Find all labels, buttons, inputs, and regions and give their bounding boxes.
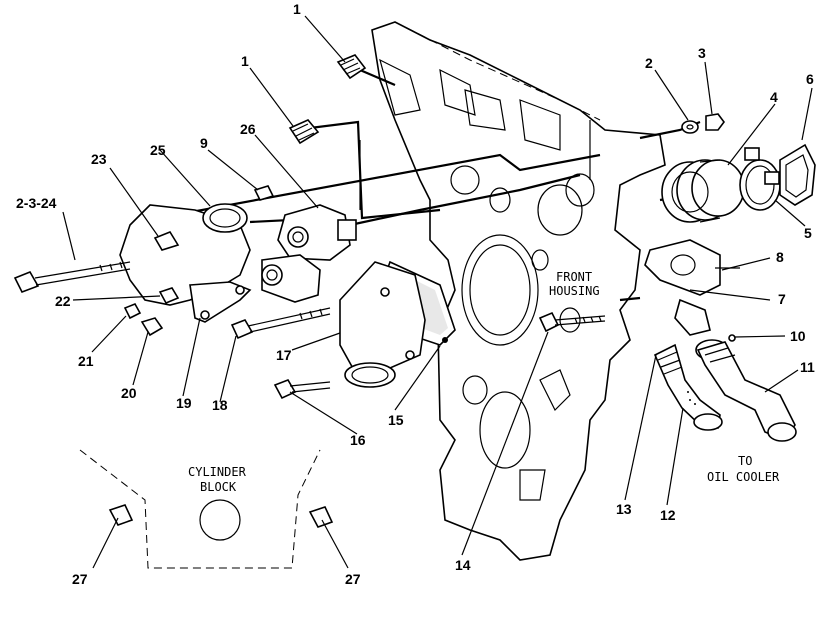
- callout-22: 22: [55, 293, 71, 309]
- callout-10: 10: [790, 328, 806, 344]
- coolant-tube: [653, 343, 723, 431]
- cylinder-block-caption-line2: BLOCK: [200, 480, 237, 494]
- callout-27-right: 27: [345, 571, 361, 587]
- callout-4: 4: [770, 89, 778, 105]
- oil-cooler-caption-line1: TO: [738, 454, 752, 468]
- oil-cooler-tube: [696, 341, 797, 442]
- gasket-ring: [779, 143, 816, 206]
- plug-upper: [336, 54, 367, 80]
- callout-7: 7: [778, 291, 786, 307]
- callout-2: 2: [645, 55, 653, 71]
- callout-20: 20: [121, 385, 137, 401]
- hose: [661, 159, 745, 223]
- small-bolts: [123, 287, 180, 337]
- callout-9: 9: [200, 135, 208, 151]
- callout-13: 13: [616, 501, 632, 517]
- callout-19: 19: [176, 395, 192, 411]
- front-housing-caption-line2: HOUSING: [549, 284, 600, 298]
- callout-18: 18: [212, 397, 228, 413]
- callout-17: 17: [276, 347, 292, 363]
- callout-1-lower: 1: [241, 53, 249, 69]
- nut: [705, 113, 725, 131]
- bolt-18: [230, 307, 331, 340]
- callout-15: 15: [388, 412, 404, 428]
- plug-lower: [288, 119, 320, 145]
- callout-3: 3: [698, 45, 706, 61]
- callout-11: 11: [800, 359, 815, 375]
- callout-25: 25: [150, 142, 166, 158]
- long-bolt: [13, 261, 131, 294]
- callout-2-3-24: 2-3-24: [16, 195, 57, 211]
- callout-14: 14: [455, 557, 471, 573]
- cylinder-block: [79, 449, 334, 569]
- outlet-flange: [644, 239, 721, 336]
- callout-26: 26: [240, 121, 256, 137]
- hose-clamp: [739, 147, 781, 211]
- front-housing-caption-line1: FRONT: [556, 270, 592, 284]
- callout-23: 23: [91, 151, 107, 167]
- oil-cooler-caption-line2: OIL COOLER: [707, 470, 780, 484]
- callout-labels: 1 1 2 3 4 5 6 7 8 9 10 11 12 13 14 15 16…: [16, 1, 815, 587]
- leader-lines: [62, 15, 813, 569]
- washer: [681, 120, 699, 134]
- housing-bolt: [538, 311, 606, 333]
- callout-8: 8: [776, 249, 784, 265]
- callout-6: 6: [806, 71, 814, 87]
- callout-5: 5: [804, 225, 812, 241]
- captions: FRONT HOUSING CYLINDER BLOCK TO OIL COOL…: [188, 270, 780, 494]
- plug-9: [253, 185, 275, 201]
- callout-21: 21: [78, 353, 94, 369]
- water-outlet-body: [119, 203, 252, 323]
- bolt-23: [153, 231, 180, 251]
- callout-12: 12: [660, 507, 676, 523]
- callout-27-left: 27: [72, 571, 88, 587]
- cylinder-block-caption-line1: CYLINDER: [188, 465, 247, 479]
- callout-1-upper: 1: [293, 1, 301, 17]
- bolt-16: [273, 379, 331, 400]
- callout-16: 16: [350, 432, 366, 448]
- thermostats: [261, 204, 357, 303]
- thermostat-housing: [339, 261, 426, 388]
